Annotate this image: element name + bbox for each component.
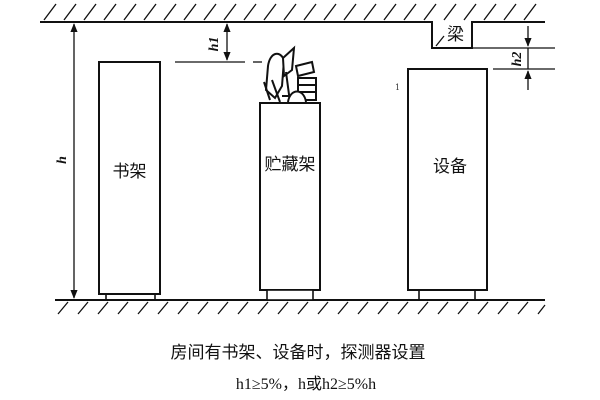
bookshelf xyxy=(98,61,161,300)
caption-formula: h1≥5%，h或h2≥5%h xyxy=(235,376,377,393)
storage-rack-label: 贮藏架 xyxy=(265,155,316,175)
stray-mark: 1 xyxy=(395,83,400,92)
h1-dimension xyxy=(175,23,262,63)
floor xyxy=(55,299,546,315)
h-label: h xyxy=(55,156,70,164)
bookshelf-label: 书架 xyxy=(113,162,147,182)
beam-label: 梁 xyxy=(447,25,464,45)
h1-label: h1 xyxy=(207,37,222,52)
storage-rack xyxy=(259,102,321,301)
stored-items-icon xyxy=(263,45,317,103)
ceiling xyxy=(40,3,545,49)
h2-label: h2 xyxy=(510,52,525,67)
h2-dimension xyxy=(432,26,555,90)
equipment xyxy=(407,68,488,300)
equipment-label: 设备 xyxy=(433,157,467,177)
caption-title: 房间有书架、设备时，探测器设置 xyxy=(170,343,426,363)
